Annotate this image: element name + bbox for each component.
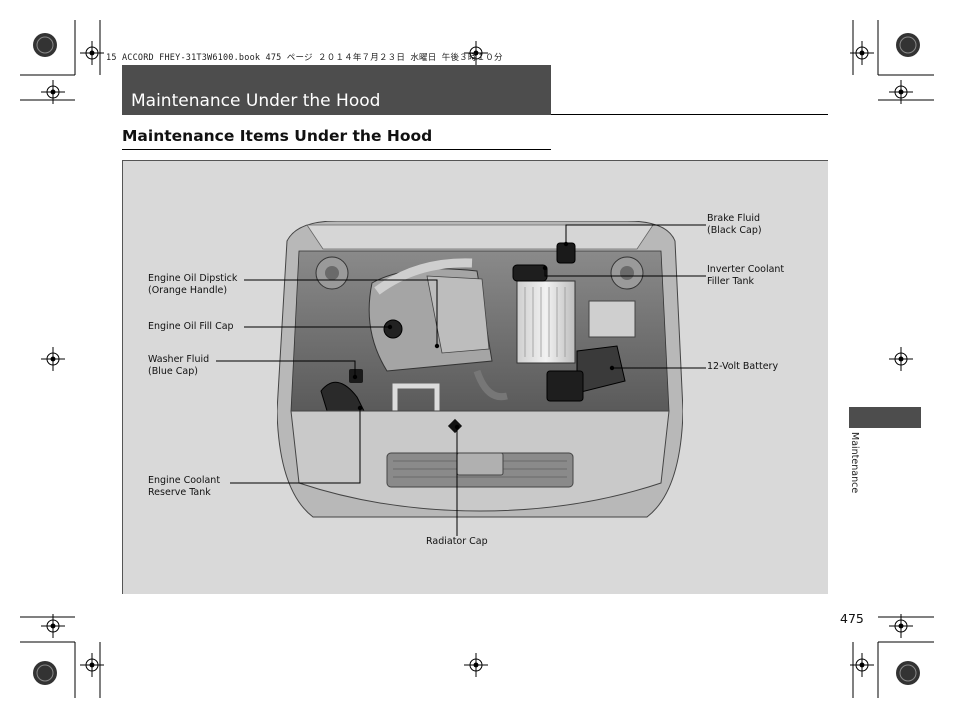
callout-washer-fluid: Washer Fluid (Blue Cap): [148, 354, 209, 378]
callout-brake-fluid: Brake Fluid (Black Cap): [707, 213, 762, 237]
side-tab-label: Maintenance: [849, 432, 860, 494]
callout-inverter-coolant-line2: Filler Tank: [707, 276, 755, 287]
subheading-rule: [122, 149, 551, 150]
page-number: 475: [840, 611, 864, 626]
callout-coolant-reserve-line2: Reserve Tank: [148, 487, 211, 498]
callout-12v-battery: 12-Volt Battery: [707, 361, 778, 373]
callout-brake-fluid-line2: (Black Cap): [707, 225, 762, 236]
callout-oil-dipstick: Engine Oil Dipstick (Orange Handle): [148, 273, 237, 297]
subheading: Maintenance Items Under the Hood: [122, 127, 433, 145]
side-tab-label-wrap: Maintenance: [846, 432, 862, 500]
callout-oil-dipstick-line2: (Orange Handle): [148, 285, 228, 296]
callout-12v-battery-line1: 12-Volt Battery: [707, 361, 779, 372]
section-title: Maintenance Under the Hood: [131, 91, 381, 111]
callout-washer-fluid-line2: (Blue Cap): [148, 366, 198, 377]
callout-radiator-cap-line1: Radiator Cap: [426, 536, 488, 547]
callout-oil-fill-cap-line1: Engine Oil Fill Cap: [148, 321, 234, 332]
callout-brake-fluid-line1: Brake Fluid: [707, 213, 761, 224]
callout-washer-fluid-line1: Washer Fluid: [148, 354, 210, 365]
callout-inverter-coolant: Inverter Coolant Filler Tank: [707, 264, 784, 288]
side-tab: [849, 407, 921, 428]
callout-inverter-coolant-line1: Inverter Coolant: [707, 264, 785, 275]
callout-oil-dipstick-line1: Engine Oil Dipstick: [148, 273, 238, 284]
callout-radiator-cap: Radiator Cap: [426, 536, 488, 548]
file-header: 15 ACCORD FHEY-31T3W6100.book 475 ページ ２０…: [106, 53, 503, 63]
callout-oil-fill-cap: Engine Oil Fill Cap: [148, 321, 234, 333]
callout-coolant-reserve-line1: Engine Coolant: [148, 475, 221, 486]
banner-rule: [551, 114, 828, 115]
section-banner: Maintenance Under the Hood: [122, 65, 551, 115]
callout-coolant-reserve: Engine Coolant Reserve Tank: [148, 475, 220, 499]
